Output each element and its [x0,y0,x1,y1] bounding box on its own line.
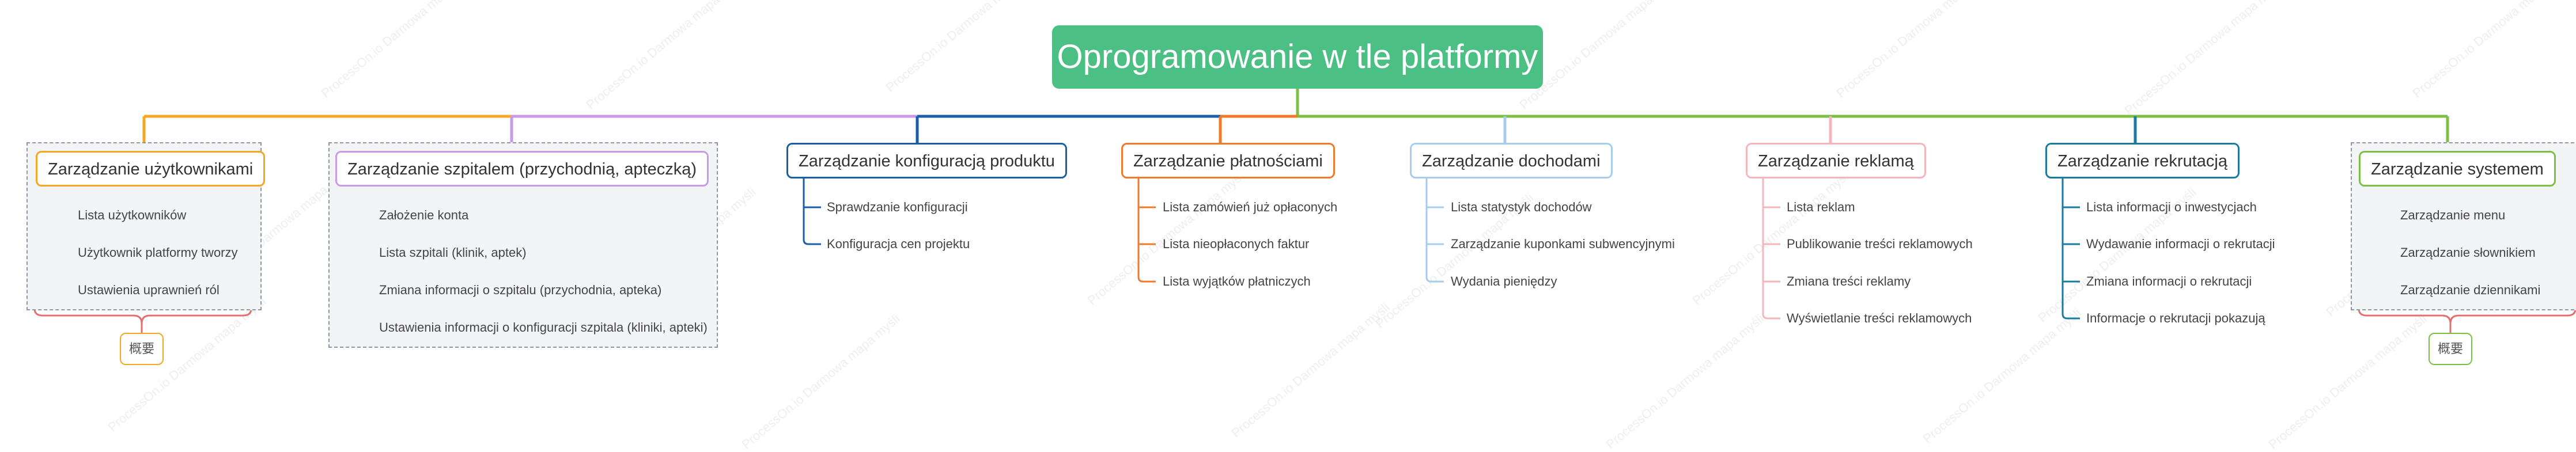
leaf-item[interactable]: Lista użytkowników [78,208,187,222]
leaf-item[interactable]: Lista wyjątków płatniczych [1163,274,1311,288]
leaf-item[interactable]: Zmiana treści reklamy [1787,274,1911,288]
leaf-item[interactable]: Ustawienia uprawnień ról [78,283,220,297]
child-connector-line [1137,178,1156,283]
leaf-item[interactable]: Ustawienia informacji o konfiguracji szp… [379,320,708,335]
branch-payments[interactable]: Zarządzanie płatnościami [1121,143,1335,178]
leaf-item[interactable]: Lista reklam [1787,200,1855,214]
leaf-item[interactable]: Informacje o rekrutacji pokazują [2086,311,2265,325]
leaf-item[interactable]: Założenie konta [379,208,469,222]
leaf-item[interactable]: Użytkownik platformy tworzy [78,245,238,260]
leaf-item[interactable]: Lista statystyk dochodów [1451,200,1592,214]
child-connector-line [1762,178,1780,320]
child-connector-line [2061,178,2080,320]
summary-brace-line [2358,308,2576,324]
leaf-item[interactable]: Zmiana informacji o rekrutacji [2086,274,2252,288]
branch-advertising[interactable]: Zarządzanie reklamą [1746,143,1926,178]
leaf-item[interactable]: Konfiguracja cen projektu [827,237,970,251]
leaf-item[interactable]: Publikowanie treści reklamowych [1787,237,1973,251]
leaf-item[interactable]: Zarządzanie menu [2400,208,2506,222]
leaf-item[interactable]: Zarządzanie kuponkami subwencyjnymi [1451,237,1675,251]
branch-user-management[interactable]: Zarządzanie użytkownikami [36,151,266,187]
summary-brace-line [33,308,252,324]
child-connector-line [1425,178,1444,283]
leaf-item[interactable]: Sprawdzanie konfiguracji [827,200,968,214]
leaf-item[interactable]: Lista informacji o inwestycjach [2086,200,2257,214]
leaf-item[interactable]: Lista nieopłaconych faktur [1163,237,1310,251]
branch-income[interactable]: Zarządzanie dochodami [1410,143,1613,178]
leaf-item[interactable]: Zmiana informacji o szpitalu (przychodni… [379,283,662,297]
leaf-item[interactable]: Wydania pieniędzy [1451,274,1557,288]
summary-badge-users[interactable]: 概要 [120,333,164,365]
root-topic[interactable]: Oprogramowanie w tle platformy [1052,25,1543,89]
branch-system[interactable]: Zarządzanie systemem [2359,151,2556,187]
branch-hospital-management[interactable]: Zarządzanie szpitalem (przychodnią, apte… [335,151,709,187]
leaf-item[interactable]: Wydawanie informacji o rekrutacji [2086,237,2275,251]
summary-badge-system[interactable]: 概要 [2429,333,2472,365]
leaf-item[interactable]: Lista zamówień już opłaconych [1163,200,1338,214]
leaf-item[interactable]: Zarządzanie dziennikami [2400,283,2541,297]
branch-recruitment[interactable]: Zarządzanie rekrutacją [2045,143,2240,178]
leaf-item[interactable]: Lista szpitali (klinik, aptek) [379,245,527,260]
child-connector-line [803,178,821,245]
leaf-item[interactable]: Wyświetlanie treści reklamowych [1787,311,1972,325]
leaf-item[interactable]: Zarządzanie słownikiem [2400,245,2536,260]
branch-product-config[interactable]: Zarządzanie konfiguracją produktu [786,143,1067,178]
